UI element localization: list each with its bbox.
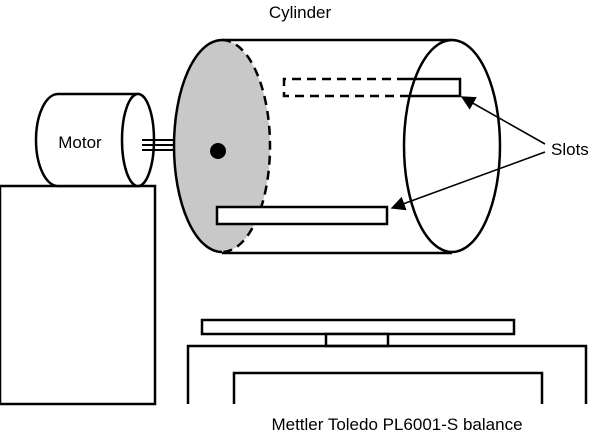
cylinder-end-face-outline [172,38,223,254]
slots-callout: Slots [390,96,589,211]
slot-bottom [215,205,389,226]
cylinder-label: Cylinder [269,3,332,22]
slot-top [282,77,462,98]
motor-label: Motor [58,133,102,152]
motor: Motor [34,92,156,188]
balance-housing-outer [186,344,588,404]
cylinder-end-face-hidden-edge [221,38,272,254]
motor-body [34,92,140,188]
balance-label: Mettler Toledo PL6001-S balance [271,415,522,434]
cylinder: Cylinder [172,3,502,255]
slots-label: Slots [551,140,589,159]
balance-pan-stem [324,332,390,348]
slots-arrow-top [460,96,546,145]
balance-housing-inner [232,371,544,404]
balance: Mettler Toledo PL6001-S balance [186,318,588,434]
slots-arrow-bottom [390,151,546,211]
cylinder-far-end [402,38,502,254]
axle-dot [210,143,226,159]
balance-pan [200,318,516,336]
motor-stand [0,184,157,406]
